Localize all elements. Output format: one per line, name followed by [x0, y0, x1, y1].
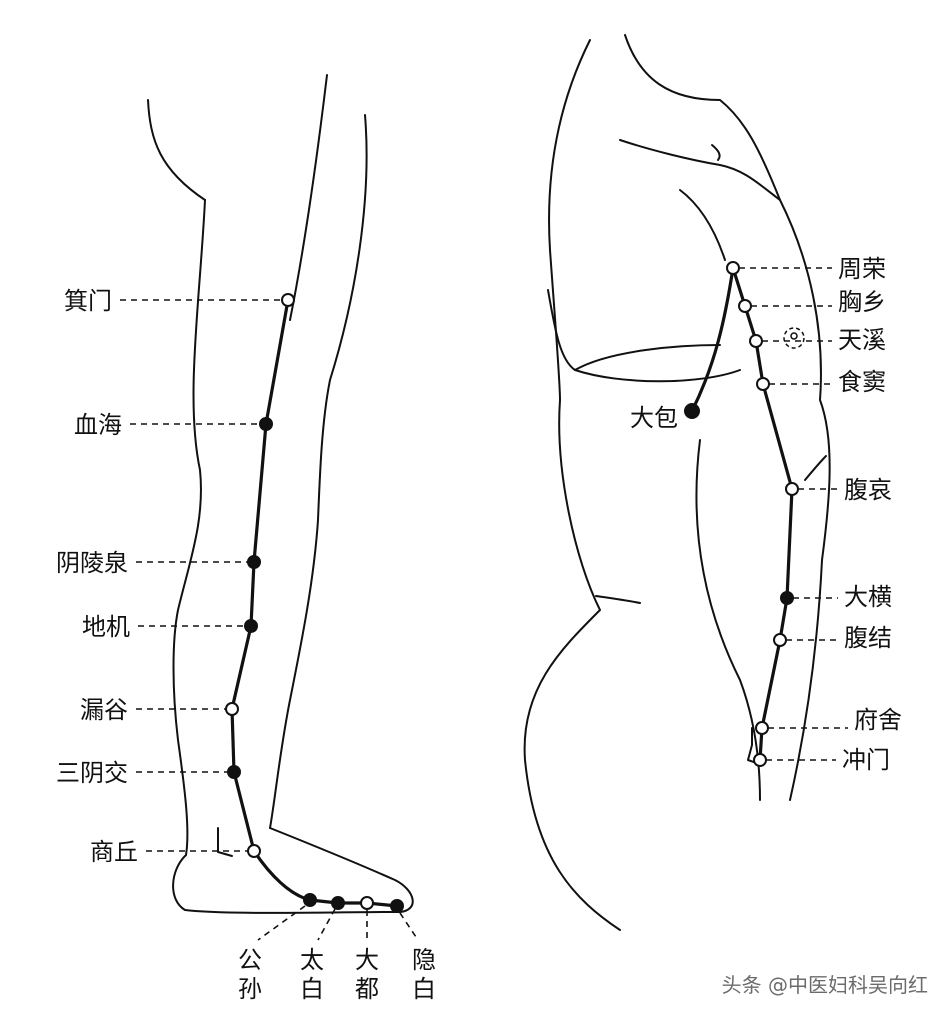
- acupoint-label-line1: 隐: [412, 946, 436, 974]
- acupoint-label-line1: 太: [300, 946, 324, 974]
- acupoint-marker: [785, 482, 799, 496]
- acupoint-marker: [247, 555, 261, 569]
- acupoint-label: 漏谷: [80, 696, 128, 724]
- leg-point: 商丘: [90, 838, 261, 866]
- acupoint-label: 冲门: [842, 746, 890, 774]
- acupoint-label-line1: 大: [355, 946, 379, 974]
- acupoint-marker: [726, 261, 740, 275]
- acupoint-marker: [756, 377, 770, 391]
- acupoint-marker: [360, 896, 374, 910]
- torso-point: 腹结: [773, 624, 892, 652]
- leg-point: 箕门: [64, 287, 295, 315]
- acupoint-label-line2: 都: [355, 975, 379, 1003]
- acupoint-marker: [773, 633, 787, 647]
- acupoint-marker: [303, 893, 317, 907]
- acupoint-label: 天溪: [838, 326, 886, 354]
- acupoint-marker: [390, 899, 404, 913]
- torso-point: 冲门: [753, 746, 890, 774]
- acupoint-label: 阴陵泉: [56, 549, 128, 577]
- acupoint-marker: [247, 844, 261, 858]
- leader-line: [317, 908, 336, 941]
- leg-outline: [147, 74, 414, 914]
- torso-point: 周荣: [726, 255, 886, 283]
- acupoint-label: 府舍: [854, 706, 902, 734]
- acupoint-marker: [755, 721, 769, 735]
- acupoint-label: 周荣: [838, 255, 886, 283]
- foot-point: 太 白: [300, 896, 345, 1003]
- acupoint-label-line1: 公: [238, 946, 262, 974]
- acupoint-label-line2: 白: [412, 975, 436, 1003]
- acupoint-marker: [738, 299, 752, 313]
- acupoint-label: 血海: [74, 411, 122, 439]
- leg-point: 血海: [74, 411, 273, 439]
- acupoint-label: 大包: [630, 404, 678, 432]
- torso-point: 食窦: [756, 368, 886, 396]
- acupoint-label-line2: 白: [300, 975, 324, 1003]
- acupoint-label: 箕门: [64, 287, 112, 315]
- leg-meridian-line: [230, 298, 399, 908]
- dabao-point: 大包: [630, 403, 700, 432]
- torso-points: 周荣 胸乡 天溪 食窦 腹哀 大横: [630, 255, 902, 774]
- acupoint-marker: [225, 702, 239, 716]
- acupoint-label: 商丘: [90, 838, 138, 866]
- torso-point: 腹哀: [785, 476, 892, 504]
- acupoint-label: 胸乡: [838, 288, 886, 316]
- acupoint-marker: [227, 765, 241, 779]
- acupoint-label: 三阴交: [56, 759, 128, 787]
- leg-point: 三阴交: [56, 759, 241, 787]
- foot-point: 大 都: [355, 896, 379, 1003]
- acupoint-marker: [684, 403, 700, 419]
- acupoint-marker: [244, 619, 258, 633]
- nipple-icon: [783, 327, 805, 349]
- leader-line: [399, 912, 419, 941]
- torso-point: 府舍: [755, 706, 902, 735]
- foot-point: 公 孙: [238, 893, 317, 1003]
- torso-point: 大横: [780, 583, 892, 611]
- dabao-branch-line: [690, 266, 735, 413]
- acupoint-marker: [281, 293, 295, 307]
- acupoint-label: 食窦: [838, 368, 886, 396]
- acupoint-marker: [331, 896, 345, 910]
- acupoint-marker: [259, 417, 273, 431]
- torso-point: 胸乡: [738, 288, 886, 316]
- acupoint-marker: [753, 753, 767, 767]
- leg-point: 地机: [82, 613, 258, 641]
- torso-point: 天溪: [749, 326, 886, 354]
- nipple-center-icon: [790, 332, 798, 340]
- foot-points: 公 孙 太 白 大 都 隐 白: [238, 893, 436, 1003]
- leg-point: 漏谷: [80, 696, 239, 724]
- acupoint-marker: [780, 591, 794, 605]
- acupoint-marker: [749, 334, 763, 348]
- torso-outline: [523, 34, 831, 931]
- foot-point: 隐 白: [390, 899, 436, 1003]
- leg-point: 阴陵泉: [56, 549, 261, 577]
- leg-points: 箕门 血海 阴陵泉 地机 漏谷 三阴交: [56, 287, 295, 866]
- acupoint-label: 大横: [844, 583, 892, 611]
- leader-line: [257, 905, 306, 941]
- acupoint-label: 腹结: [844, 624, 892, 652]
- acupoint-label: 地机: [82, 613, 130, 641]
- acupoint-label-line2: 孙: [238, 975, 262, 1003]
- watermark: 头条 @中医妇科吴向红: [722, 973, 928, 997]
- acupoint-label: 腹哀: [844, 476, 892, 504]
